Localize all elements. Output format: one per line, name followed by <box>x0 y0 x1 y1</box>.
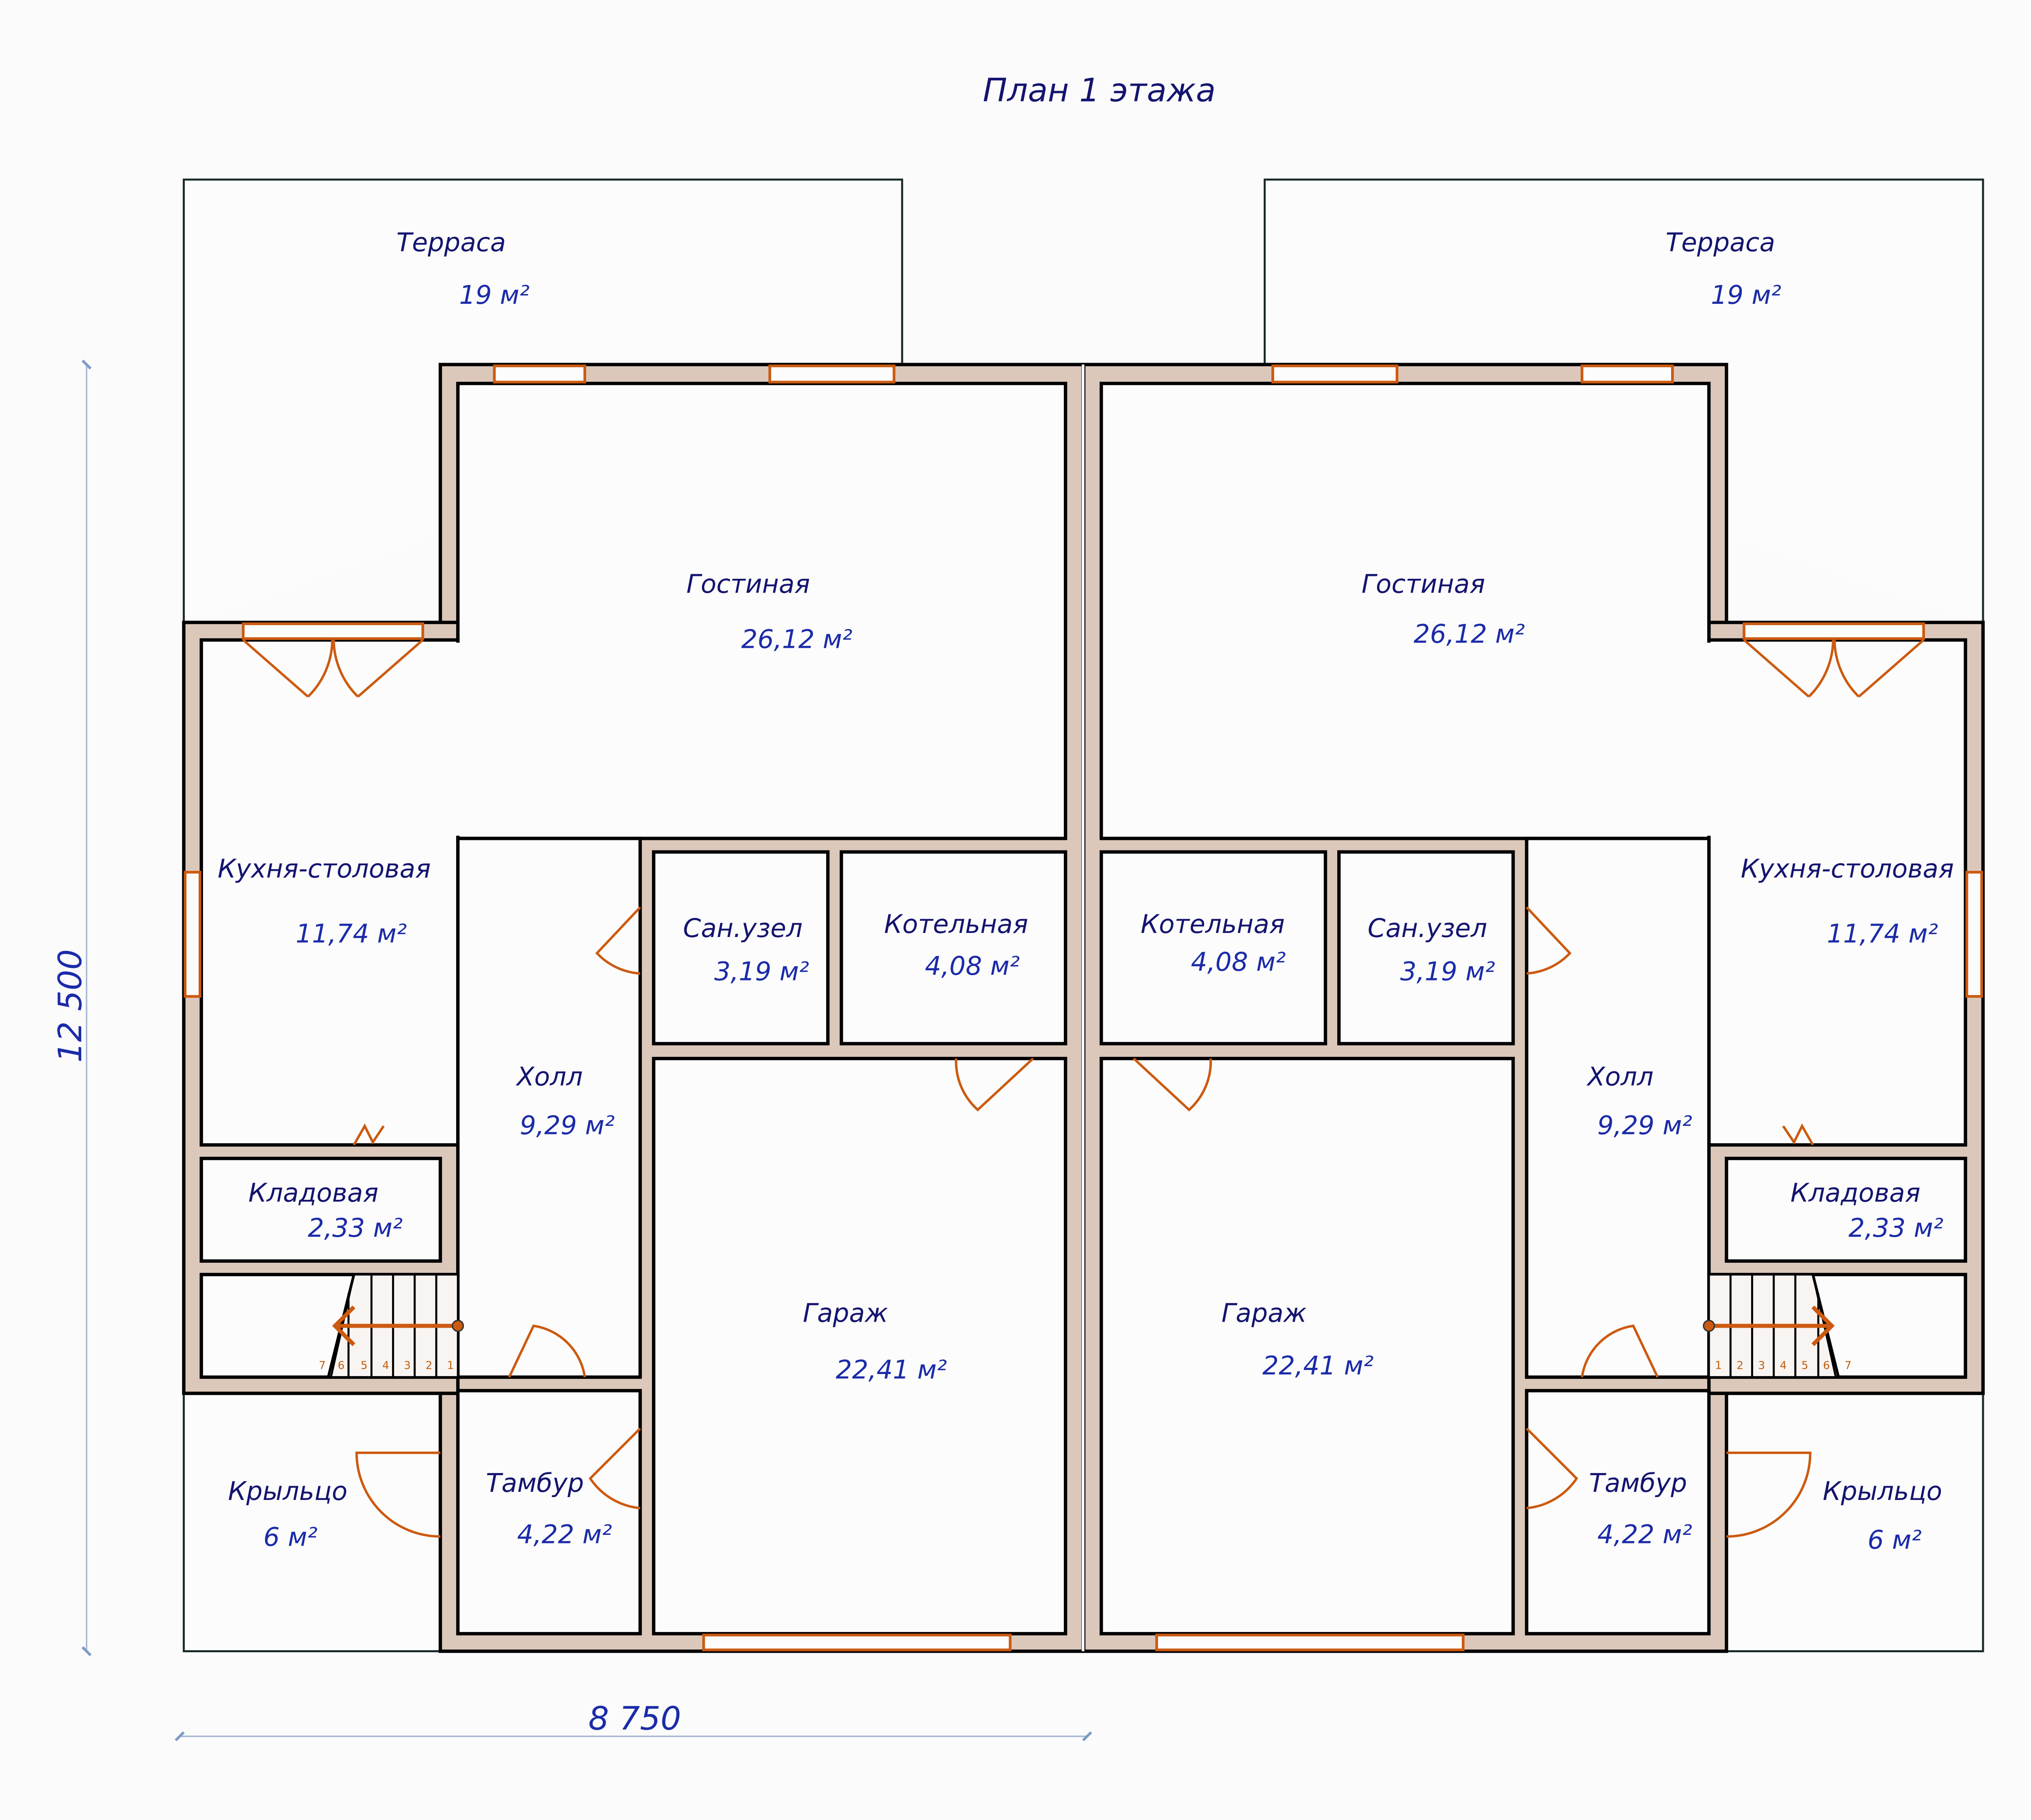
room-vestibule <box>456 1389 642 1636</box>
unit-geometry-left <box>182 178 1085 1653</box>
door-swing <box>508 1324 586 1378</box>
room-name: Тамбур <box>486 1468 584 1498</box>
svg-text:6: 6 <box>1823 1359 1830 1372</box>
stair-numbers-right: 1 2 3 4 5 6 7 <box>1715 1359 1851 1372</box>
room-area: 22,41 м² <box>1262 1350 1374 1381</box>
room-area: 9,29 м² <box>1597 1110 1692 1140</box>
room-name: Терраса <box>1666 227 1776 257</box>
door-swing <box>353 1123 385 1146</box>
room-labels-left: Терраса 19 м² Гостиная 26,12 м² Кухня-ст… <box>218 227 1028 1552</box>
room-name: Сан.узел <box>1368 913 1487 943</box>
room-area: 11,74 м² <box>296 918 407 948</box>
door-swing <box>595 906 641 975</box>
room-bathroom <box>652 850 830 1045</box>
svg-text:3: 3 <box>404 1359 411 1372</box>
svg-text:1: 1 <box>1715 1359 1722 1372</box>
room-name: Крыльцо <box>228 1476 347 1506</box>
room-garage <box>652 1057 1067 1636</box>
door-swing <box>955 1057 1034 1112</box>
svg-text:6: 6 <box>338 1359 344 1372</box>
room-area: 2,33 м² <box>308 1213 403 1243</box>
porch-outline <box>182 1392 442 1652</box>
stair-numbers-left: 1 2 3 4 5 6 7 <box>319 1359 454 1372</box>
svg-text:2: 2 <box>425 1359 432 1372</box>
window <box>242 622 424 640</box>
room-name: Кладовая <box>249 1178 379 1208</box>
width-dimension-label: 8 750 <box>589 1699 681 1737</box>
room-area: 26,12 м² <box>1414 619 1525 649</box>
plan-title: План 1 этажа <box>983 71 1216 109</box>
room-area: 22,41 м² <box>836 1355 947 1385</box>
room-area: 4,22 м² <box>517 1519 612 1549</box>
room-area: 3,19 м² <box>1400 956 1495 986</box>
room-name: Сан.узел <box>683 913 803 943</box>
window <box>702 1634 1012 1651</box>
svg-text:3: 3 <box>1758 1359 1765 1372</box>
room-name: Кладовая <box>1791 1178 1921 1208</box>
window <box>493 364 587 384</box>
room-kitchen <box>199 638 460 1147</box>
room-area: 4,08 м² <box>925 951 1020 981</box>
room-name: Котельная <box>1141 909 1285 939</box>
room-area: 19 м² <box>1711 280 1781 310</box>
room-name: Крыльцо <box>1823 1476 1942 1506</box>
svg-text:7: 7 <box>319 1359 326 1372</box>
room-name: Гараж <box>803 1298 888 1328</box>
window <box>768 364 896 384</box>
svg-text:5: 5 <box>361 1359 368 1372</box>
room-area: 19 м² <box>459 280 529 310</box>
door-swing <box>242 639 424 698</box>
room-area: 2,33 м² <box>1849 1213 1944 1243</box>
room-area: 6 м² <box>263 1522 317 1552</box>
door-swing <box>589 1427 641 1510</box>
room-living <box>456 381 1067 840</box>
svg-text:5: 5 <box>1801 1359 1808 1372</box>
svg-text:7: 7 <box>1845 1359 1851 1372</box>
room-name: Гараж <box>1221 1298 1307 1328</box>
room-boiler <box>840 850 1067 1045</box>
room-area: 26,12 м² <box>741 624 853 654</box>
room-name: Кухня-столовая <box>1741 854 1954 884</box>
room-area: 9,29 м² <box>520 1110 615 1140</box>
room-area: 4,22 м² <box>1597 1519 1692 1549</box>
room-area: 6 м² <box>1868 1525 1922 1555</box>
room-name: Тамбур <box>1589 1468 1687 1498</box>
room-pantry <box>199 1156 442 1263</box>
window <box>184 871 201 998</box>
dimension-height: 12 500 <box>51 359 92 1656</box>
dimension-width: 8 750 <box>175 1699 1092 1742</box>
room-name: Холл <box>1586 1062 1654 1092</box>
room-name: Гостиная <box>1362 569 1485 599</box>
staircase <box>327 1273 464 1379</box>
room-name: Холл <box>515 1062 583 1092</box>
svg-text:2: 2 <box>1737 1359 1743 1372</box>
room-area: 11,74 м² <box>1827 918 1938 948</box>
room-area: 4,08 м² <box>1191 947 1286 977</box>
room-name: Терраса <box>396 227 506 257</box>
svg-text:4: 4 <box>382 1359 389 1372</box>
room-name: Котельная <box>884 909 1028 939</box>
room-labels-right: Терраса 19 м² Гостиная 26,12 м² Кухня-ст… <box>1141 227 1954 1555</box>
door-swing <box>355 1451 441 1538</box>
room-name: Гостиная <box>686 569 810 599</box>
svg-text:1: 1 <box>447 1359 454 1372</box>
room-name: Кухня-столовая <box>218 854 431 884</box>
room-hall <box>456 837 642 1379</box>
height-dimension-label: 12 500 <box>51 949 89 1063</box>
room-area: 3,19 м² <box>714 956 809 986</box>
svg-text:4: 4 <box>1780 1359 1787 1372</box>
